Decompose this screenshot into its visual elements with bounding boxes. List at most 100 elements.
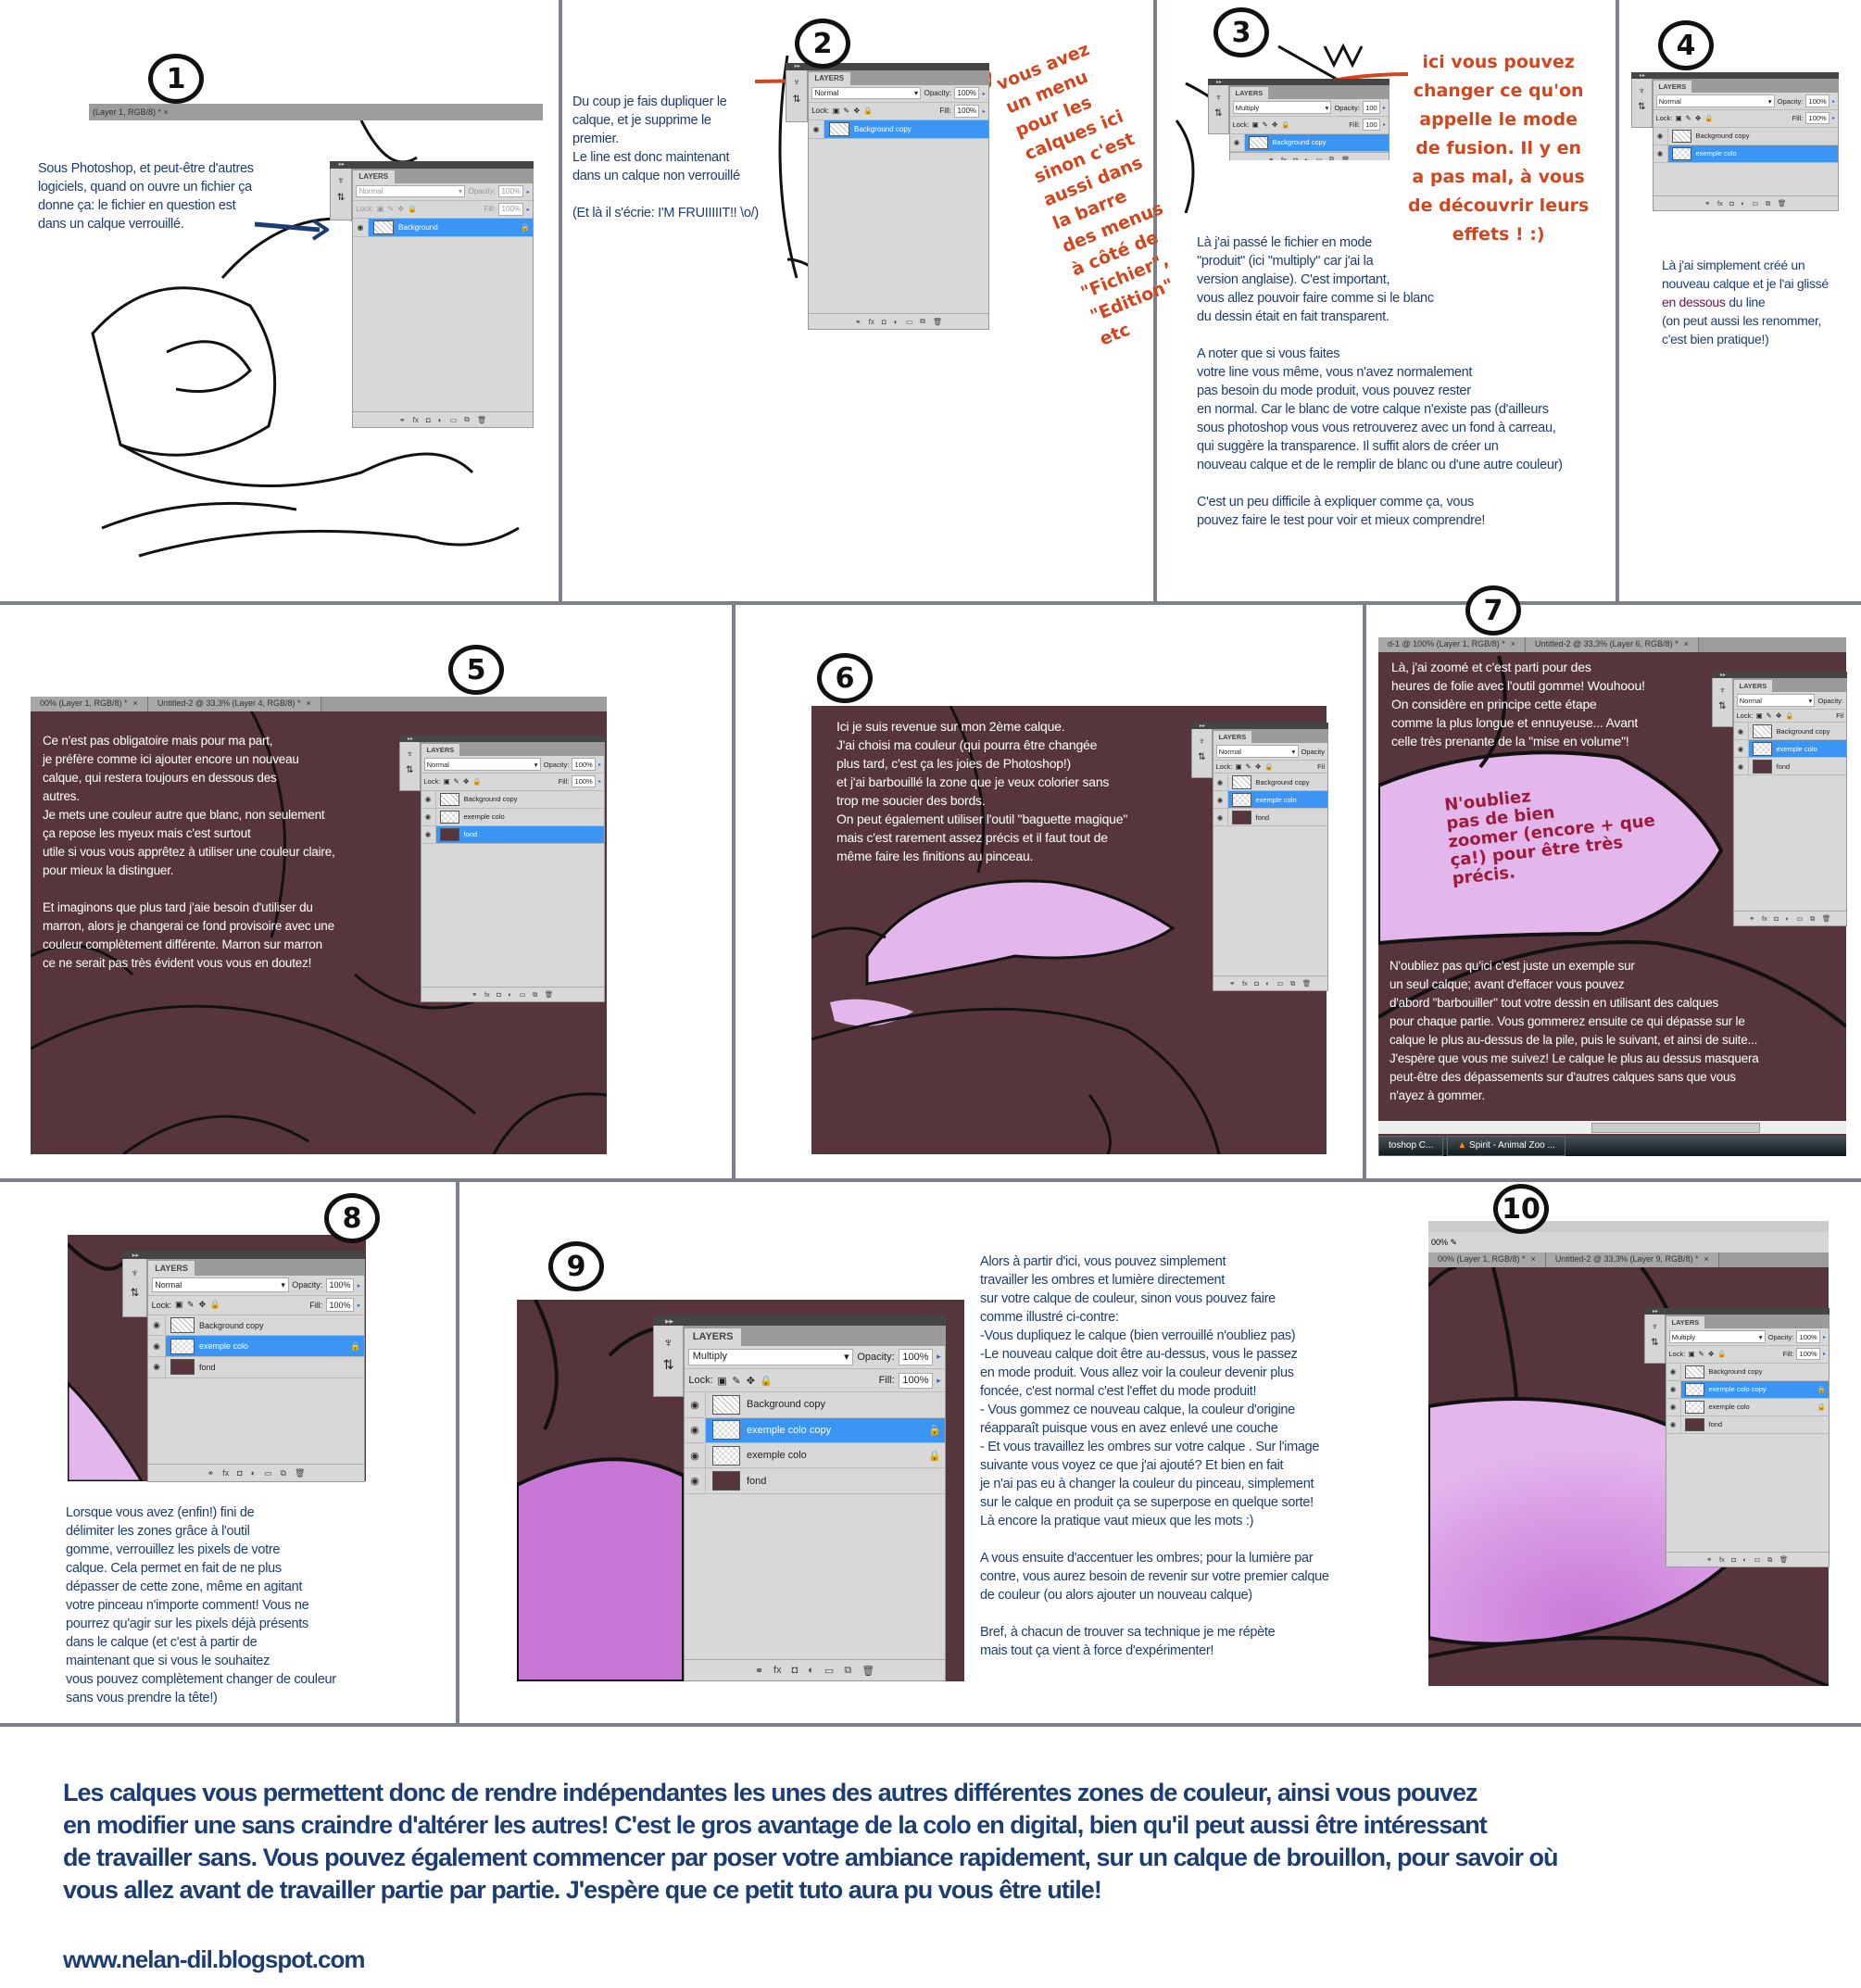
link-icon[interactable]: ⚭ — [472, 990, 478, 999]
lock-transparency-icon[interactable]: ▣ — [1755, 711, 1763, 721]
lock-pixels-icon[interactable]: ✎ — [1245, 762, 1251, 772]
slider-arrow-icon[interactable]: ▸ — [982, 90, 986, 97]
layer-row[interactable]: ◉exemple colo — [1733, 740, 1846, 759]
fill-input[interactable]: 100% — [572, 775, 596, 788]
lock-transparency-icon[interactable]: ▣ — [376, 205, 384, 214]
tab-layers[interactable]: LAYERS — [1213, 730, 1252, 744]
tab-layers[interactable]: LAYERS — [1229, 86, 1269, 100]
opacity-input[interactable]: 100 — [1362, 101, 1380, 114]
brush-presets-icon[interactable]: ♆ — [793, 77, 800, 88]
slider-arrow-icon[interactable]: ▸ — [597, 761, 601, 768]
visibility-eye-icon[interactable]: ◉ — [1213, 809, 1228, 826]
brush-presets-icon[interactable]: ♆ — [1651, 1321, 1658, 1332]
visibility-eye-icon[interactable]: ◉ — [685, 1392, 706, 1417]
taskbar-item[interactable]: ▲ Spirit - Animal Zoo ... — [1447, 1136, 1566, 1156]
fx-icon[interactable]: fx — [1718, 1555, 1725, 1564]
tab-layers[interactable]: LAYERS — [353, 170, 395, 183]
layer-row[interactable]: ◉exemple colo🔒 — [1666, 1398, 1829, 1416]
slider-arrow-icon[interactable]: ▸ — [937, 1352, 941, 1362]
panel-collapse-bar[interactable]: ▸▸ — [122, 1251, 365, 1259]
layer-row[interactable]: ◉Background copy — [685, 1392, 945, 1418]
brush-presets-icon[interactable]: ♆ — [406, 749, 413, 760]
mask-icon[interactable]: ◘ — [1293, 155, 1298, 160]
visibility-eye-icon[interactable]: ◉ — [1733, 758, 1749, 775]
lock-transparency-icon[interactable]: ▣ — [174, 1300, 183, 1310]
tab-layers[interactable]: LAYERS — [421, 743, 460, 757]
panel-collapse-bar[interactable]: ▸▸ — [1191, 723, 1328, 730]
mask-icon[interactable]: ◘ — [881, 317, 886, 326]
layer-row[interactable]: ◉fond — [421, 825, 604, 844]
lock-all-icon[interactable]: 🔒 — [863, 107, 874, 116]
layer-row[interactable]: ◉Background copy — [1733, 723, 1846, 741]
visibility-eye-icon[interactable]: ◉ — [148, 1315, 166, 1336]
clone-source-icon[interactable]: ⇅ — [130, 1286, 140, 1299]
adjustment-icon[interactable]: ◐ — [1265, 979, 1270, 988]
opacity-input[interactable]: 100% — [899, 1349, 933, 1365]
new-layer-icon[interactable]: ⧉ — [844, 1664, 852, 1676]
link-icon[interactable]: ⚭ — [854, 317, 861, 326]
trash-icon[interactable]: 🗑 — [544, 990, 554, 999]
visibility-eye-icon[interactable]: ◉ — [685, 1417, 706, 1443]
trash-icon[interactable]: 🗑 — [294, 1467, 306, 1478]
blend-mode-select[interactable]: Normal▾ — [811, 87, 922, 100]
layer-row[interactable]: ◉exemple colo — [1213, 791, 1327, 810]
brush-presets-icon[interactable]: ♆ — [337, 175, 345, 186]
visibility-eye-icon[interactable]: ◉ — [1733, 740, 1749, 758]
panel-collapse-bar[interactable]: ▸▸ — [1208, 79, 1389, 86]
brush-presets-icon[interactable]: ♆ — [131, 1266, 139, 1279]
close-icon[interactable]: × — [132, 698, 138, 708]
trash-icon[interactable]: 🗑 — [861, 1665, 875, 1677]
lock-position-icon[interactable]: ✥ — [397, 205, 405, 214]
slider-arrow-icon[interactable]: ▸ — [1382, 122, 1386, 129]
blend-mode-select[interactable]: Normal▾ — [151, 1277, 289, 1292]
lock-transparency-icon[interactable]: ▣ — [1235, 762, 1242, 772]
layer-row[interactable]: ◉exemple colo — [1653, 145, 1838, 163]
layer-row[interactable]: ◉fond — [1213, 809, 1327, 827]
folder-icon[interactable]: ▭ — [1754, 1555, 1761, 1564]
lock-transparency-icon[interactable]: ▣ — [443, 777, 450, 786]
trash-icon[interactable]: 🗑 — [1777, 199, 1787, 208]
adjustment-icon[interactable]: ◐ — [1741, 199, 1745, 208]
lock-position-icon[interactable]: ✥ — [1708, 1350, 1715, 1359]
layer-row[interactable]: ◉Background copy — [1666, 1363, 1829, 1381]
layer-row[interactable]: ◉fond — [685, 1468, 945, 1494]
visibility-eye-icon[interactable]: ◉ — [809, 120, 824, 139]
adjustment-icon[interactable]: ◐ — [808, 1665, 814, 1676]
lock-all-icon[interactable]: 🔒 — [1280, 120, 1290, 130]
blend-mode-select[interactable]: Multiply▾ — [1232, 101, 1332, 114]
clone-source-icon[interactable]: ⇅ — [792, 94, 801, 106]
fx-icon[interactable]: fx — [868, 317, 874, 326]
layer-row[interactable]: ◉Background copy — [1653, 127, 1838, 145]
visibility-eye-icon[interactable]: ◉ — [148, 1336, 166, 1356]
visibility-eye-icon[interactable]: ◉ — [1229, 133, 1245, 151]
layer-row[interactable]: ◉Background copy — [421, 790, 604, 809]
folder-icon[interactable]: ▭ — [449, 415, 458, 424]
lock-transparency-icon[interactable]: ▣ — [1675, 114, 1682, 123]
link-icon[interactable]: ⚭ — [1704, 199, 1711, 208]
trash-icon[interactable]: 🗑 — [932, 317, 943, 326]
lock-pixels-icon[interactable]: ✎ — [387, 205, 395, 214]
lock-pixels-icon[interactable]: ✎ — [1766, 711, 1772, 721]
new-layer-icon[interactable]: ⧉ — [280, 1467, 286, 1478]
lock-position-icon[interactable]: ✥ — [1272, 120, 1278, 130]
lock-pixels-icon[interactable]: ✎ — [732, 1375, 741, 1387]
document-tab[interactable]: Untitled-2 @ 33,3% (Layer 4, RGB/8) *× — [147, 697, 321, 711]
close-icon[interactable]: × — [1704, 1254, 1709, 1264]
mask-icon[interactable]: ◘ — [1254, 979, 1259, 988]
new-layer-icon[interactable]: ⧉ — [1765, 198, 1771, 208]
lock-position-icon[interactable]: ✥ — [853, 107, 861, 116]
layer-row[interactable]: ◉exemple colo copy🔒 — [685, 1417, 945, 1444]
fill-input[interactable]: 100% — [498, 203, 524, 216]
mask-icon[interactable]: ◘ — [791, 1665, 798, 1676]
fill-input[interactable]: 100% — [325, 1298, 355, 1313]
clone-source-icon[interactable]: ⇅ — [1198, 751, 1206, 762]
folder-icon[interactable]: ▭ — [264, 1467, 272, 1478]
slider-arrow-icon[interactable]: ▸ — [1831, 116, 1835, 122]
fx-icon[interactable]: fx — [1241, 979, 1248, 988]
folder-icon[interactable]: ▭ — [824, 1665, 835, 1677]
brush-presets-icon[interactable]: ♆ — [663, 1335, 673, 1351]
layer-row[interactable]: ◉exemple colo — [421, 808, 604, 826]
layer-row[interactable]: ◉exemple colo🔒 — [148, 1336, 364, 1357]
slider-arrow-icon[interactable]: ▸ — [1382, 105, 1386, 111]
visibility-eye-icon[interactable]: ◉ — [148, 1356, 166, 1378]
